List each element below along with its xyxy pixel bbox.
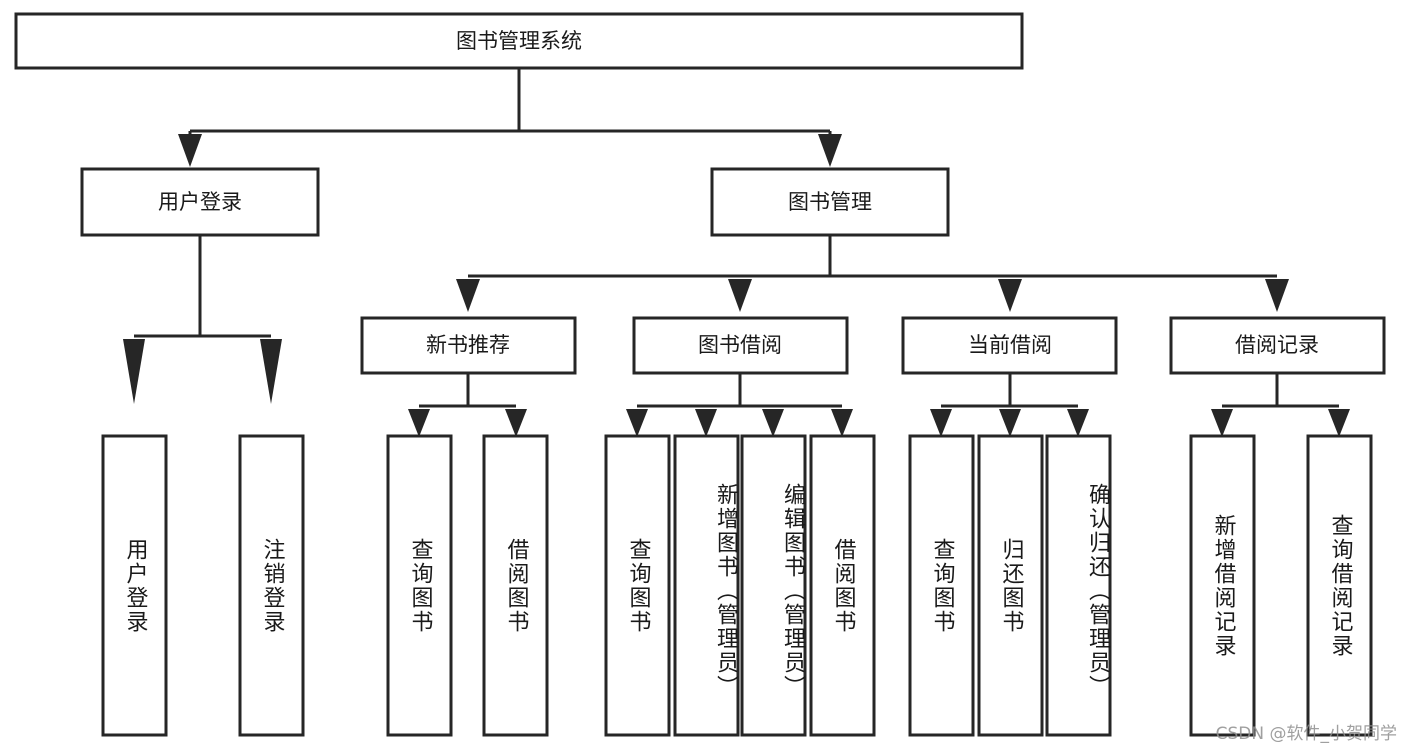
leaf-box-return-book[interactable] bbox=[977, 434, 1044, 737]
node-box-shape bbox=[14, 12, 1024, 70]
leaf-box-query-book-3[interactable] bbox=[908, 434, 975, 737]
node-label: 图书借阅 bbox=[698, 333, 782, 357]
connector-book-mgmt-to-level3 bbox=[456, 236, 1289, 312]
leaf-box-query-borrow-record[interactable] bbox=[1306, 434, 1373, 737]
leaf-box-add-book-admin[interactable] bbox=[673, 434, 740, 737]
arrow-head-icon bbox=[998, 279, 1022, 312]
node-box-shape bbox=[710, 167, 950, 237]
node-user-login[interactable]: 用户登录 bbox=[80, 167, 320, 237]
node-borrow-record[interactable]: 借阅记录 bbox=[1169, 316, 1386, 375]
arrow-head-icon bbox=[456, 279, 480, 312]
arrow-head-icon bbox=[818, 134, 842, 167]
arrow-head-icon bbox=[626, 409, 648, 437]
node-label: 新书推荐 bbox=[426, 333, 510, 357]
leaf-box-query-book-1[interactable] bbox=[386, 434, 453, 737]
node-box-shape bbox=[80, 167, 320, 237]
leaf-box-logout[interactable] bbox=[238, 434, 305, 737]
node-label: 用户登录 bbox=[158, 190, 242, 214]
connector-root-to-level2 bbox=[178, 68, 842, 167]
arrow-head-icon bbox=[408, 409, 430, 437]
leaf-box-confirm-return-admin[interactable] bbox=[1045, 434, 1112, 737]
leaf-box-add-borrow-record[interactable] bbox=[1189, 434, 1256, 737]
node-new-book-recommend[interactable]: 新书推荐 bbox=[360, 316, 577, 375]
arrow-head-icon bbox=[123, 339, 145, 404]
leaf-box-user-login[interactable] bbox=[101, 434, 168, 737]
node-book-management[interactable]: 图书管理 bbox=[710, 167, 950, 237]
connector-new-book-to-leaves bbox=[408, 373, 527, 437]
leaf-box-query-book-2[interactable] bbox=[604, 434, 671, 737]
arrow-head-icon bbox=[505, 409, 527, 437]
arrow-head-icon bbox=[695, 409, 717, 437]
connector-user-login-to-leaves bbox=[123, 236, 282, 404]
connector-current-borrow-to-leaves bbox=[930, 373, 1089, 437]
connector-borrow-record-to-leaves bbox=[1211, 373, 1350, 437]
node-box-shape bbox=[360, 316, 577, 375]
arrow-head-icon bbox=[762, 409, 784, 437]
csdn-watermark: CSDN @软件_小贺同学 bbox=[1215, 724, 1397, 744]
leaf-box-edit-book-admin[interactable] bbox=[740, 434, 807, 737]
node-book-borrow[interactable]: 图书借阅 bbox=[632, 316, 849, 375]
node-label: 图书管理 bbox=[788, 190, 872, 214]
node-label: 当前借阅 bbox=[968, 333, 1052, 357]
leaf-box-borrow-book-2[interactable] bbox=[809, 434, 876, 737]
arrow-head-icon bbox=[1211, 409, 1233, 437]
node-label: 借阅记录 bbox=[1235, 333, 1319, 357]
arrow-head-icon bbox=[999, 409, 1021, 437]
node-root-system[interactable]: 图书管理系统 bbox=[14, 12, 1024, 70]
arrow-head-icon bbox=[831, 409, 853, 437]
arrow-head-icon bbox=[1265, 279, 1289, 312]
arrow-head-icon bbox=[178, 134, 202, 167]
arrow-head-icon bbox=[1328, 409, 1350, 437]
leaf-box-borrow-book-1[interactable] bbox=[482, 434, 549, 737]
arrow-head-icon bbox=[930, 409, 952, 437]
node-current-borrow[interactable]: 当前借阅 bbox=[901, 316, 1118, 375]
connector-book-borrow-to-leaves bbox=[626, 373, 853, 437]
arrow-head-icon bbox=[728, 279, 752, 312]
arrow-head-icon bbox=[1067, 409, 1089, 437]
node-label: 图书管理系统 bbox=[456, 29, 582, 53]
arrow-head-icon bbox=[260, 339, 282, 404]
node-box-shape bbox=[901, 316, 1118, 375]
node-box-shape bbox=[632, 316, 849, 375]
node-box-shape bbox=[1169, 316, 1386, 375]
